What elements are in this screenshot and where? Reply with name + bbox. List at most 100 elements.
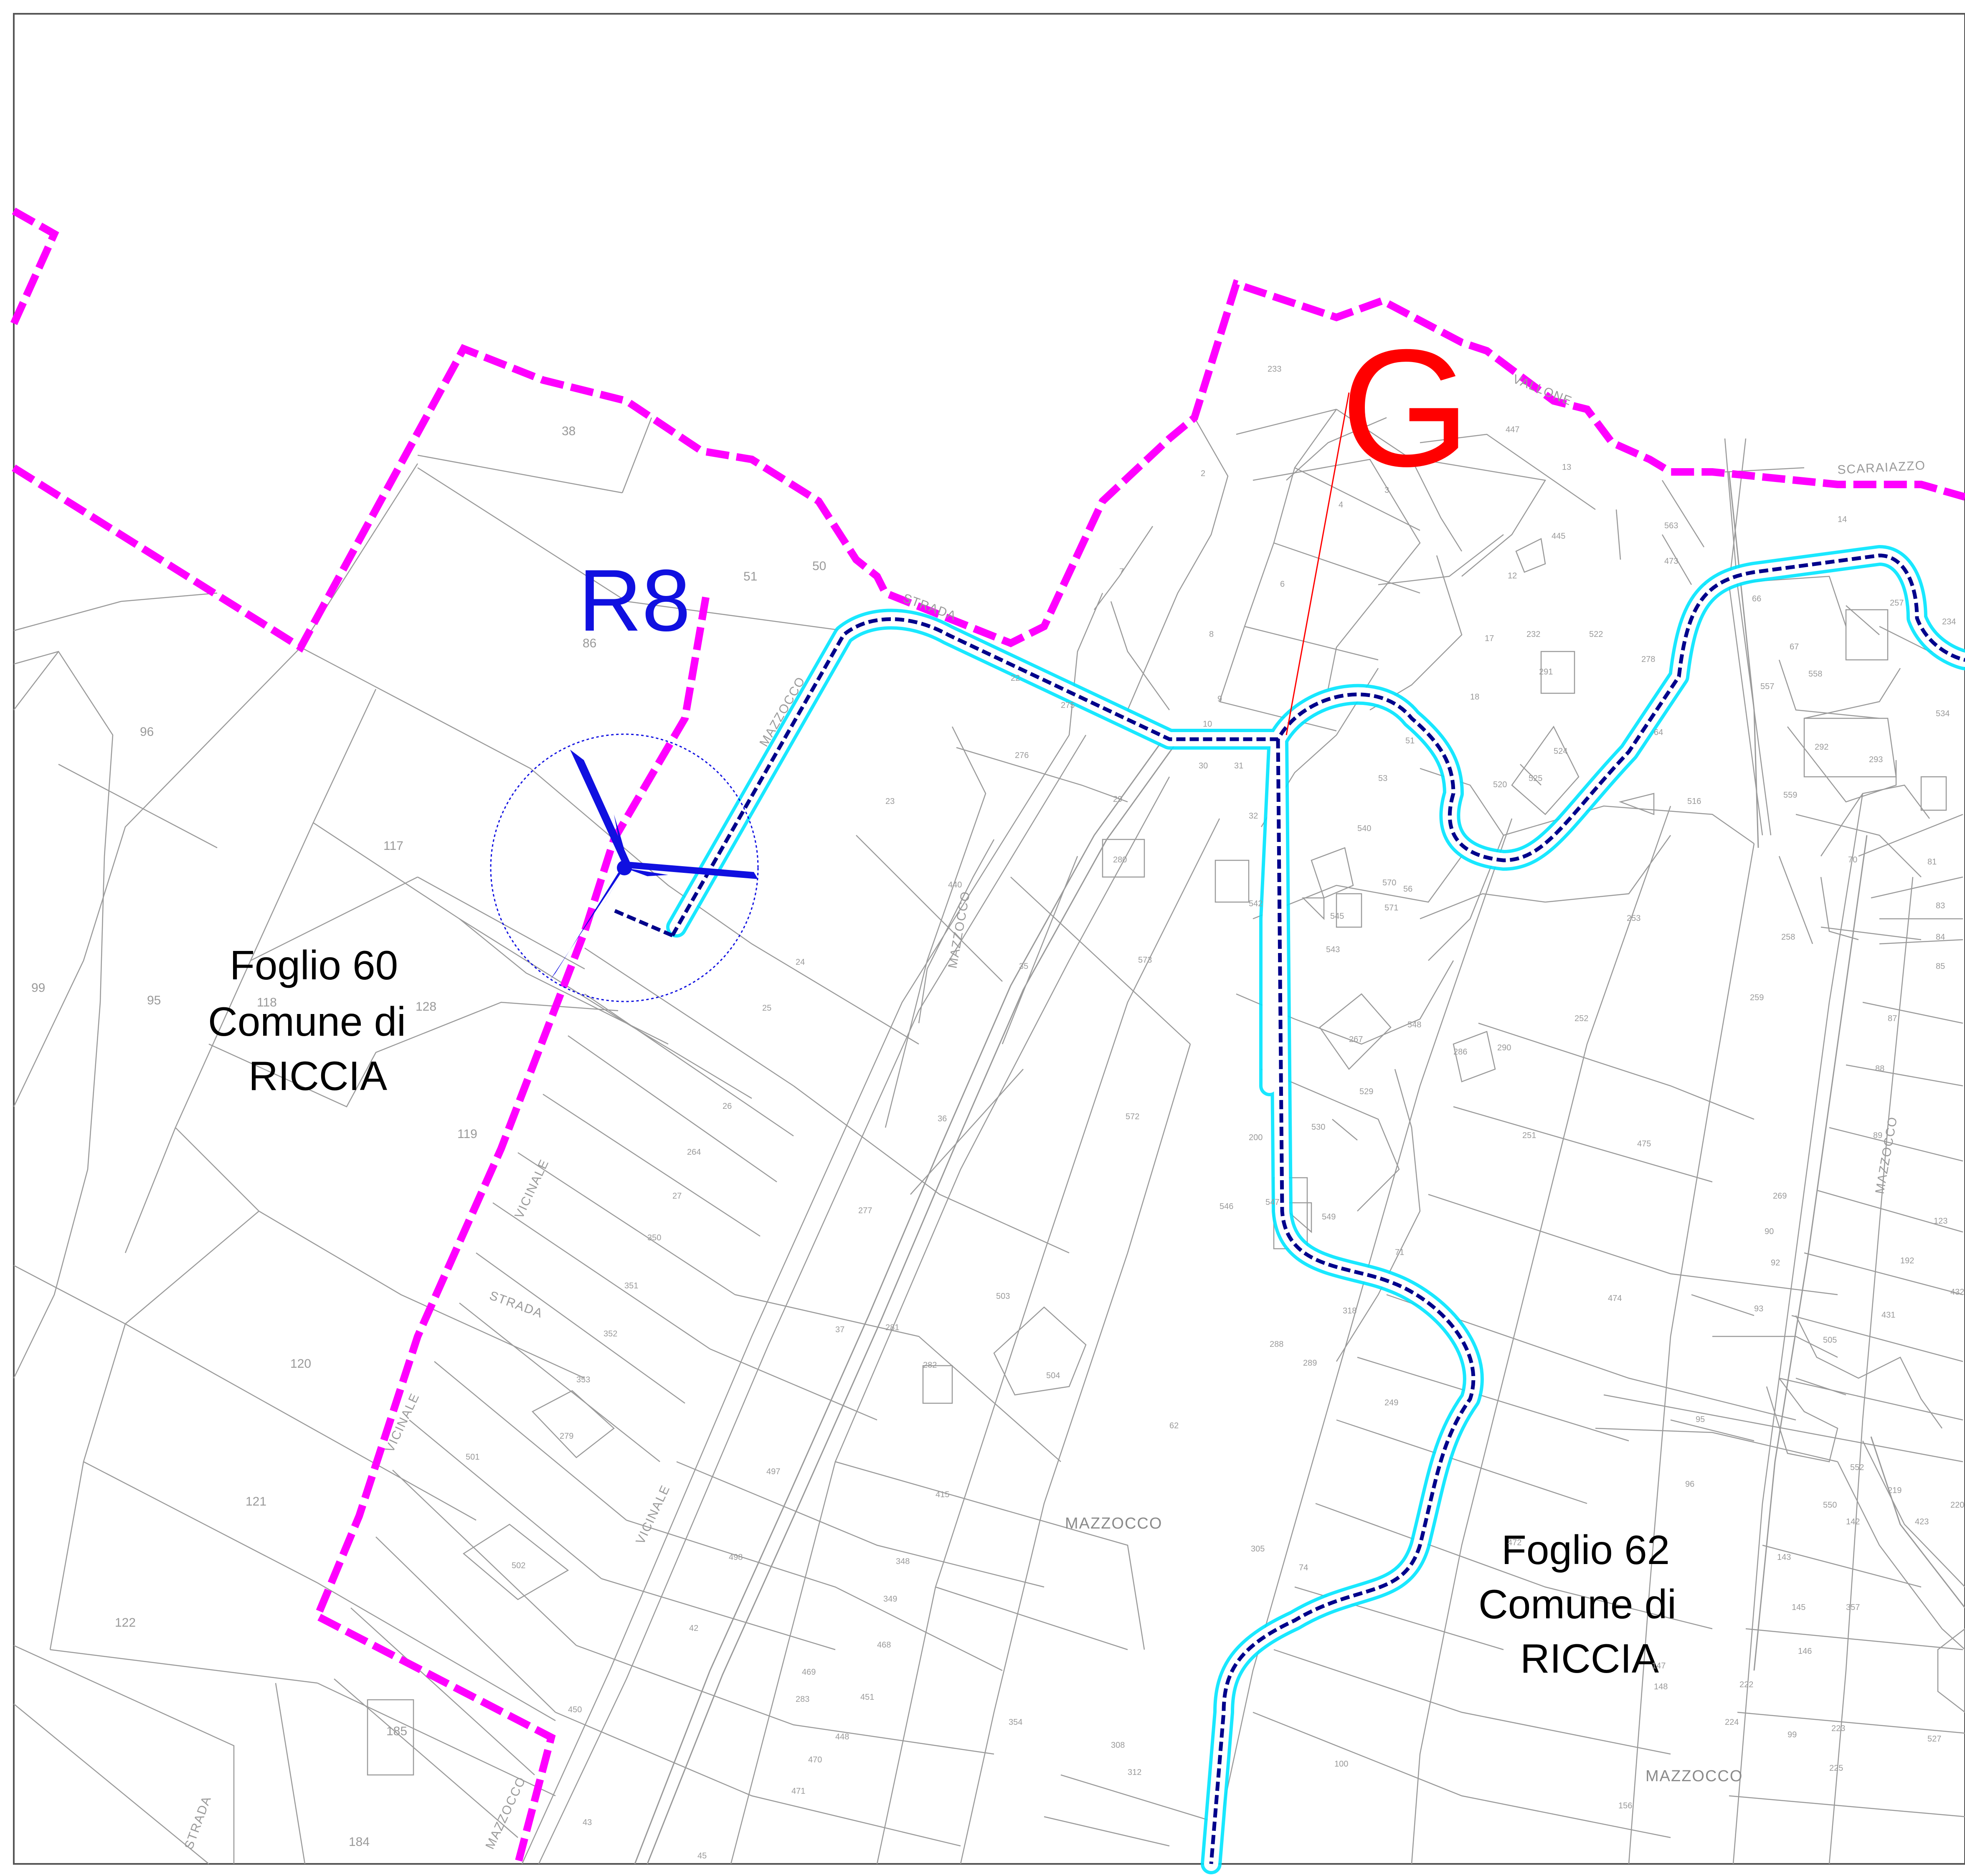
parcel-number: 352 (603, 1329, 617, 1339)
parcel-number: 570 (1382, 878, 1396, 887)
parcel-number: 14 (1838, 515, 1847, 524)
locality-label: MAZZOCCO (1646, 1767, 1743, 1785)
parcel-number: 70 (1848, 855, 1857, 864)
parcel-number: 83 (1936, 901, 1945, 910)
parcel-number: 351 (624, 1281, 638, 1290)
parcel-number: 469 (802, 1668, 816, 1677)
parcel-number: 145 (1792, 1603, 1805, 1612)
parcel-number: 522 (1589, 630, 1603, 639)
parcel-number: 440 (948, 880, 962, 890)
parcel-number: 86 (583, 636, 596, 650)
sheet-60-line-2: Comune di (208, 999, 406, 1044)
parcel-number: 502 (512, 1561, 525, 1570)
parcel-number: 549 (1322, 1212, 1336, 1222)
parcel-number: 223 (1831, 1724, 1845, 1733)
parcel-number: 530 (1311, 1123, 1325, 1132)
parcel-number: 99 (31, 981, 45, 995)
parcel-number: 545 (1330, 912, 1344, 921)
parcel-number: 2 (1201, 469, 1205, 478)
parcel-number: 572 (1126, 1112, 1139, 1121)
parcel-number: 38 (562, 424, 576, 438)
parcel-number: 286 (1453, 1047, 1467, 1057)
parcel-number: 527 (1927, 1734, 1941, 1744)
parcel-number: 503 (996, 1292, 1010, 1301)
parcel-number: 96 (140, 725, 154, 739)
road-label: SCARAIAZZO (1837, 459, 1926, 477)
parcel-number: 7 (1119, 567, 1124, 576)
turbine-r8[interactable] (490, 733, 759, 1002)
parcel-number: 276 (1015, 751, 1029, 760)
parcel-number: 552 (1850, 1463, 1864, 1472)
parcel-number: 88 (1875, 1064, 1884, 1073)
parcel-number: 121 (246, 1495, 266, 1508)
parcel-number: 185 (386, 1724, 407, 1738)
parcel-number: 468 (877, 1640, 891, 1650)
parcel-number: 10 (1203, 720, 1212, 729)
sheet-60-line-1: Foglio 60 (230, 942, 398, 988)
parcel-number: 558 (1808, 669, 1822, 679)
parcel-number: 563 (1664, 521, 1678, 530)
parcel-number: 18 (1470, 692, 1479, 702)
road-label: MAZZOCCO (1873, 1115, 1900, 1195)
parcel-boundaries (13, 408, 1965, 1864)
parcel-number: 192 (1900, 1256, 1914, 1265)
parcel-number: 184 (349, 1835, 370, 1849)
parcel-number: 357 (1846, 1603, 1860, 1612)
parcel-number: 497 (766, 1467, 780, 1476)
parcel-number: 542 (1249, 899, 1263, 908)
parcel-number: 17 (1485, 634, 1494, 643)
parcel-number: 8 (1209, 630, 1214, 639)
parcel-number: 224 (1725, 1718, 1739, 1727)
parcel-number: 550 (1823, 1501, 1837, 1510)
parcel-number: 251 (1522, 1131, 1536, 1140)
parcel-number: 85 (1936, 962, 1945, 971)
parcel-number: 74 (1299, 1563, 1308, 1572)
parcel-number: 146 (1798, 1647, 1812, 1656)
parcel-number: 447 (1506, 425, 1519, 434)
parcel-number: 4 (1339, 500, 1343, 510)
parcel-number: 30 (1199, 761, 1208, 771)
parcel-number: 87 (1888, 1014, 1897, 1023)
parcel-number: 92 (1771, 1258, 1780, 1268)
parcel-number: 279 (560, 1432, 573, 1441)
parcel-number: 450 (568, 1705, 582, 1714)
parcel-number: 353 (576, 1375, 590, 1384)
parcel-number: 27 (672, 1192, 682, 1201)
parcel-number: 24 (796, 958, 805, 967)
parcel-number: 64 (1654, 728, 1663, 737)
parcel-number: 559 (1783, 791, 1797, 800)
parcel-number: 267 (1349, 1035, 1363, 1044)
road-label: STRADA (182, 1794, 214, 1851)
parcel-number: 12 (1508, 571, 1517, 581)
road-label: VICINALE (512, 1157, 551, 1221)
parcel-number: 253 (1627, 914, 1640, 923)
parcel-number: 432 (1950, 1288, 1964, 1297)
parcel-number: 557 (1760, 682, 1774, 691)
sheet-62-line-3: RICCIA (1520, 1635, 1659, 1681)
parcel-number: 56 (1403, 885, 1412, 894)
parcel-number: 278 (1641, 655, 1655, 664)
parcel-number: 473 (1664, 557, 1678, 566)
parcel-number: 257 (1890, 598, 1904, 608)
sheet-label-foglio-60: Foglio 60 Comune di RICCIA (208, 942, 406, 1099)
parcel-number: 312 (1128, 1768, 1141, 1777)
parcel-number: 305 (1251, 1544, 1265, 1554)
parcel-number: 498 (729, 1553, 743, 1562)
parcel-number: 534 (1936, 709, 1950, 718)
parcel-number: 123 (1934, 1217, 1947, 1226)
parcel-number: 53 (1378, 774, 1387, 783)
sheet-62-line-1: Foglio 62 (1501, 1527, 1670, 1573)
parcel-number: 147 (1652, 1661, 1666, 1671)
parcel-number: 23 (885, 797, 895, 806)
parcel-number: 9 (1217, 695, 1222, 704)
parcel-number: 471 (791, 1787, 805, 1796)
parcel-number: 348 (896, 1557, 910, 1566)
parcel-number: 100 (1334, 1759, 1348, 1769)
parcel-number: 505 (1823, 1336, 1837, 1345)
parcel-number: 548 (1407, 1020, 1421, 1029)
parcel-number: 32 (1249, 811, 1258, 821)
parcel-number: 200 (1249, 1133, 1263, 1142)
route-label-leader (1285, 392, 1350, 735)
parcel-number: 571 (1384, 903, 1398, 913)
